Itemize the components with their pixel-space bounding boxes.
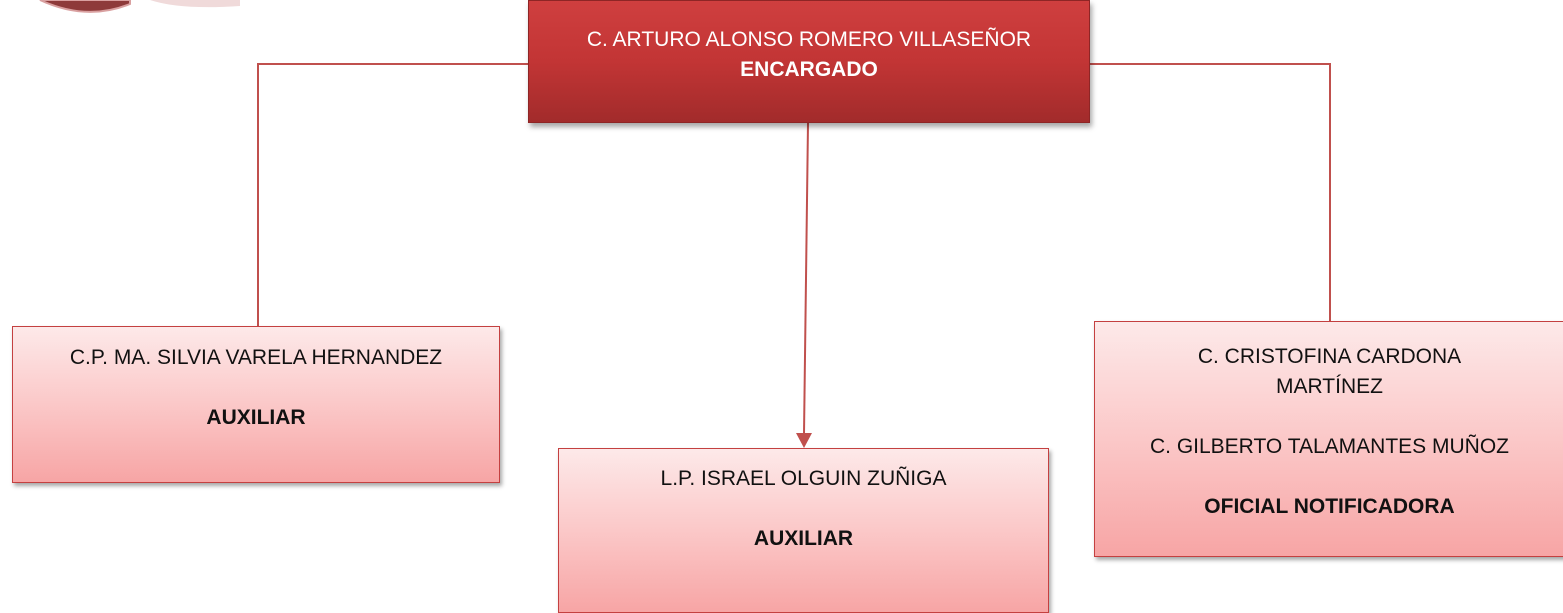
right-name2: C. GILBERTO TALAMANTES MUÑOZ (1149, 435, 1509, 458)
right-name-line1: C. CRISTOFINA CARDONA (1197, 345, 1462, 368)
arrowhead-center (796, 433, 812, 448)
left-role: AUXILIAR (206, 406, 306, 429)
right-name-line2: MARTÍNEZ (1276, 375, 1383, 398)
logo-fragment (39, 0, 240, 13)
head-box: C. ARTURO ALONSO ROMERO VILLASEÑOR ENCAR… (528, 0, 1090, 123)
center-box: L.P. ISRAEL OLGUIN ZUÑIGA AUXILIAR (558, 448, 1049, 613)
center-name: L.P. ISRAEL OLGUIN ZUÑIGA (660, 467, 947, 490)
left-name: C.P. MA. SILVIA VARELA HERNANDEZ (69, 346, 443, 369)
head-role: ENCARGADO (740, 58, 878, 81)
left-box: C.P. MA. SILVIA VARELA HERNANDEZ AUXILIA… (12, 326, 500, 483)
connector-left (257, 63, 528, 326)
head-name: C. ARTURO ALONSO ROMERO VILLASEÑOR (586, 28, 1032, 51)
connector-right (1090, 63, 1331, 321)
connector-center (803, 122, 809, 435)
right-role: OFICIAL NOTIFICADORA (1204, 495, 1455, 518)
center-role: AUXILIAR (753, 527, 854, 550)
right-box: C. CRISTOFINA CARDONA MARTÍNEZ C. GILBER… (1094, 321, 1563, 557)
